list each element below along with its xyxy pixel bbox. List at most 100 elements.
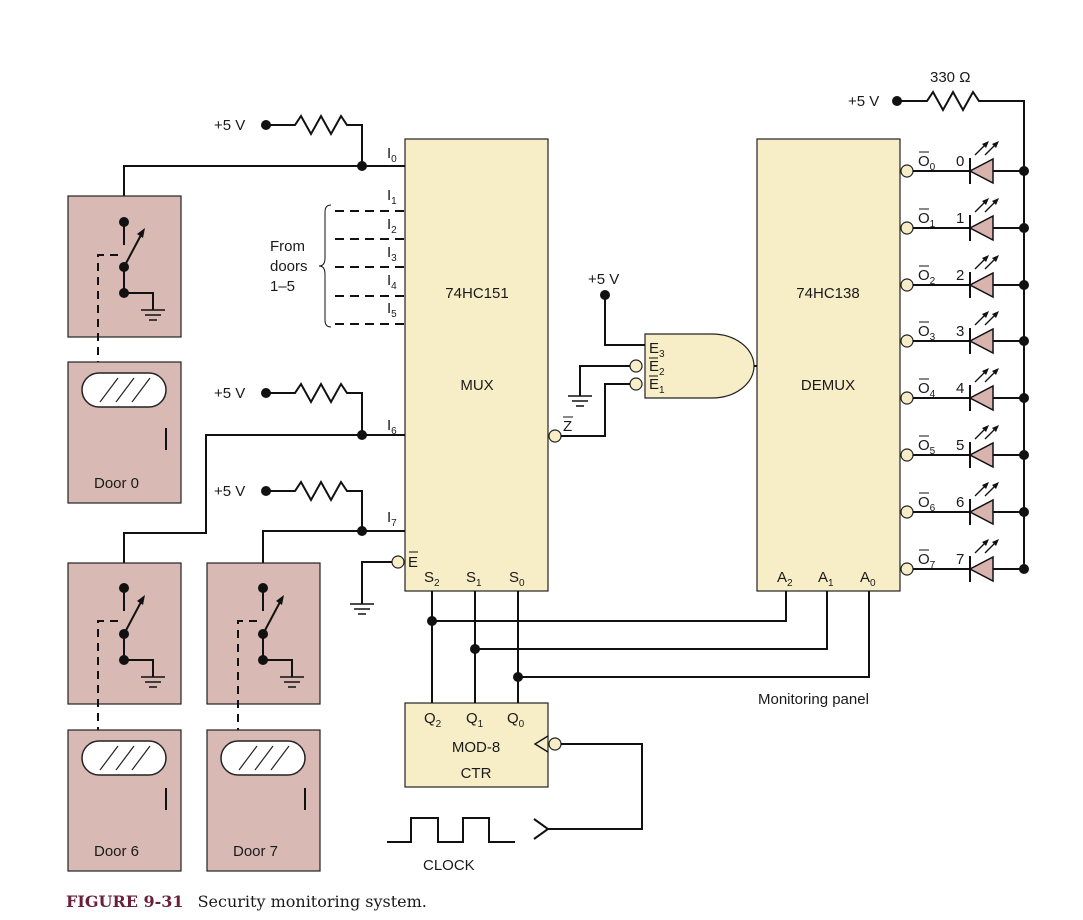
clock-label: CLOCK (423, 857, 475, 874)
mux-select-labels: S2 S1 S0 (424, 569, 525, 589)
and-input-e2-bubble (629, 359, 643, 373)
svg-text:I6: I6 (387, 417, 397, 437)
door6-switch-icon (97, 583, 165, 730)
mux-z-label: Z (563, 418, 572, 435)
supply-label-i0: +5 V (214, 117, 245, 134)
led-supply-label: +5 V (848, 93, 879, 110)
led-icon (968, 425, 999, 469)
junction-i0 (357, 161, 367, 171)
wire-clock (548, 743, 643, 830)
svg-text:I5: I5 (387, 300, 397, 320)
pullup-i6 (261, 381, 363, 435)
pullup-i7 (261, 479, 363, 531)
counter-clock-bubble (548, 737, 562, 751)
supply-label-i7: +5 V (214, 483, 245, 500)
demux-output-label: O6 (918, 494, 936, 514)
demux-output-bubble (900, 278, 914, 292)
led-icon (968, 368, 999, 412)
demux-output-bubble (900, 391, 914, 405)
svg-text:A1: A1 (818, 569, 834, 589)
demux-output-row: O0 0 (900, 141, 1029, 185)
demux-output-row: O1 1 (900, 198, 1029, 242)
led-number: 6 (956, 494, 964, 511)
led-number: 3 (956, 323, 964, 340)
counter-clock-triangle (533, 735, 549, 753)
demux-output-label: O0 (918, 153, 936, 173)
and-supply-label: +5 V (588, 271, 619, 288)
door0-label: Door 0 (94, 475, 139, 492)
door0-switch-icon (97, 217, 165, 362)
led-icon (968, 311, 999, 355)
svg-text:I3: I3 (387, 244, 397, 264)
led-number: 0 (956, 153, 964, 170)
led-junction (1019, 564, 1029, 574)
from-doors-line1: From (270, 238, 305, 255)
demux-output-row: O7 7 (900, 539, 1029, 583)
wire-door6-i6 (123, 434, 405, 588)
svg-text:Q0: Q0 (507, 710, 525, 730)
and-gate (644, 333, 755, 399)
demux-output-bubble (900, 221, 914, 235)
led-junction (1019, 336, 1029, 346)
led-number: 7 (956, 551, 964, 568)
demux-output-bubble (900, 505, 914, 519)
wire-e2-ground (579, 365, 630, 396)
svg-text:S0: S0 (509, 569, 525, 589)
svg-text:S2: S2 (424, 569, 440, 589)
door7-switch-icon (237, 583, 304, 730)
led-number: 5 (956, 437, 964, 454)
from-doors-line3: 1–5 (270, 278, 295, 295)
svg-text:A0: A0 (860, 569, 876, 589)
resistor-value-label: 330 Ω (930, 69, 970, 86)
led-icon (968, 482, 999, 526)
led-number: 2 (956, 267, 964, 284)
ground-enable-icon (350, 603, 374, 615)
demux-output-bubble (900, 448, 914, 462)
door0-window-icon (81, 372, 167, 408)
door6-window-icon (81, 740, 167, 776)
wire-supply-e3 (604, 295, 645, 346)
led-junction (1019, 393, 1029, 403)
led-number: 1 (956, 210, 964, 227)
led-junction (1019, 507, 1029, 517)
figure-number: FIGURE 9-31 (66, 892, 184, 911)
wire-enable-ground (361, 561, 392, 604)
counter-label-ctr: CTR (461, 765, 492, 782)
svg-text:Q1: Q1 (466, 710, 484, 730)
demux-address-labels: A2 A1 A0 (777, 569, 876, 589)
clock-arrow-icon (533, 818, 550, 840)
monitoring-panel-label: Monitoring panel (758, 691, 869, 708)
ground-e2-icon (568, 395, 592, 407)
junction-i6 (357, 430, 367, 440)
demux-output-label: O1 (918, 210, 936, 230)
demux-output-label: O7 (918, 551, 936, 571)
counter-output-labels: Q2 Q1 Q0 (424, 710, 525, 730)
mux-enable-bubble (391, 555, 405, 569)
mux-input-labels: I0 I1 I2 I3 I4 I5 I6 I7 (387, 145, 397, 529)
mux-part-number: 74HC151 (445, 285, 508, 302)
door7-label: Door 7 (233, 843, 278, 860)
mux-z-bubble (548, 429, 562, 443)
mux-label: MUX (460, 377, 493, 394)
led-supply-resistor (892, 89, 1025, 569)
svg-text:I2: I2 (387, 216, 397, 236)
clock-waveform-icon (387, 817, 515, 843)
from-doors-line2: doors (270, 258, 308, 275)
led-junction (1019, 166, 1029, 176)
led-number: 4 (956, 380, 964, 397)
demux-part-number: 74HC138 (796, 285, 859, 302)
demux-output-row: O6 6 (900, 482, 1029, 526)
svg-text:Q2: Q2 (424, 710, 442, 730)
and-input-e2-label: E2 (649, 358, 665, 378)
door7-window-icon (220, 740, 306, 776)
junction-i7 (357, 526, 367, 536)
counter-chip (404, 702, 549, 788)
led-icon (968, 198, 999, 242)
door6-label: Door 6 (94, 843, 139, 860)
select-bus-wires (427, 591, 870, 703)
